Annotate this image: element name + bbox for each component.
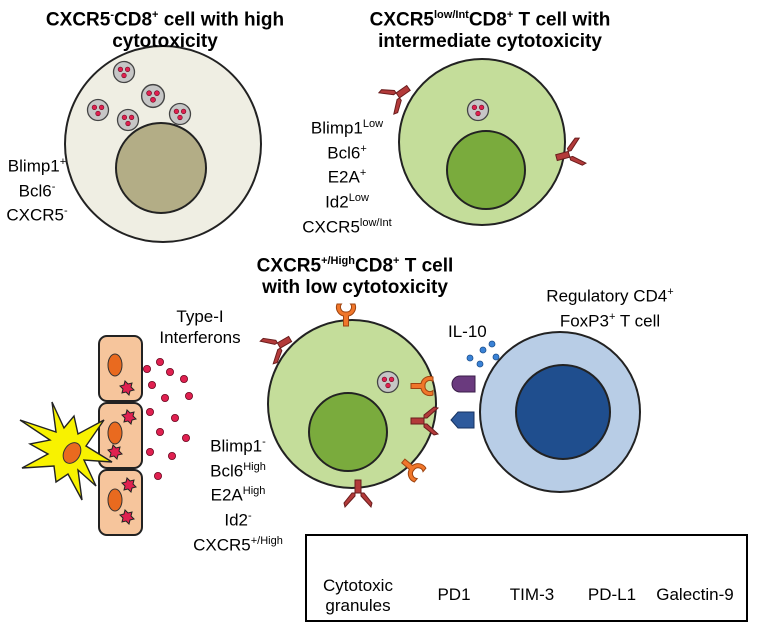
title-text: CXCR5 [45,9,111,31]
marker: E2AHigh [210,485,266,505]
title-intermediate-cytotoxicity: CXCR5low/IntCD8+ T cell with intermediat… [325,4,655,53]
title-sup: + [667,286,674,298]
title-sup: - [110,9,114,21]
granule-icon [140,83,166,109]
title-text: T cell with [513,9,611,31]
marker: E2A+ [327,167,367,187]
interferons-label: Type-I Interferons [150,306,250,348]
il10-dots [466,340,500,368]
title-text: CD8 [114,9,153,31]
title-text: CXCR5 [256,255,322,277]
title-text: CD8 [468,9,507,31]
marker: Blimp1Low [310,118,384,138]
granule-icon [168,102,192,126]
granule-icon [86,98,110,122]
galectin9-ligand-icon [451,375,476,393]
granule-star-icon [121,409,137,425]
epithelial-nucleus [107,488,123,512]
legend-label-pdl1: PD-L1 [587,585,637,604]
cell-regulatory-treg [450,331,641,493]
title-text: cytotoxicity [112,31,218,53]
granule-star-icon [121,477,137,493]
il10-label: IL-10 [448,322,487,342]
title-text: intermediate cytotoxicity [378,31,602,53]
cell-high-cytotoxicity [64,45,262,243]
dendritic-nucleus [62,442,82,464]
epithelial-nucleus [107,353,123,377]
title-text: cell with high [158,9,285,31]
granule-icon [376,370,400,394]
title-sup: + [506,9,514,21]
granule-star-icon [119,380,135,396]
cell-nucleus [515,364,611,460]
legend-label-galectin9: Galectin-9 [656,585,734,604]
marker: CXCR5+/High [193,534,283,555]
markers-high-cytotoxicity: Blimp1+ Bcl6- CXCR5- [6,152,68,226]
label-text: IL-10 [448,322,487,341]
title-sup: + [152,9,159,21]
title-text: Regulatory CD4 [546,286,668,306]
markers-intermediate-cytotoxicity: Blimp1Low Bcl6+ E2A+ Id2Low CXCR5low/Int [292,114,402,237]
marker: Blimp1+ [7,156,67,176]
secreted-granules [107,380,137,525]
title-text: CD8 [355,255,394,277]
legend-label-tim3: TIM-3 [509,585,555,604]
pdl1-ligand-icon [450,411,475,429]
title-sup: + [393,255,400,267]
title-text: with low cytotoxicity [262,277,448,299]
legend-label-pd1: PD1 [437,585,471,604]
label-text: Type-I [176,307,224,326]
title-text: T cell [399,255,454,277]
granule-icon [116,108,140,132]
marker: Bcl6- [18,180,56,201]
epithelial-cells [98,335,143,536]
cell-nucleus [308,392,388,472]
marker: Id2Low [325,191,369,212]
dendritic-cell [19,401,113,501]
title-sup: + [608,310,616,323]
title-sup: low/Int [434,9,469,21]
marker: Bcl6High [210,460,266,481]
marker: Id2- [224,509,252,530]
granule-star-icon [119,509,135,525]
granule-icon [466,98,490,122]
title-low-cytotoxicity: CXCR5+/HighCD8+ T cell with low cytotoxi… [215,250,495,299]
marker: Blimp1- [210,436,266,456]
title-text: CXCR5 [369,9,434,31]
cell-nucleus [446,130,526,210]
label-text: Interferons [159,328,241,347]
epithelial-nucleus [107,421,123,445]
title-text: FoxP3 [559,311,609,331]
cell-intermediate-cytotoxicity [377,58,587,226]
title-text: T cell [615,311,661,331]
granule-icon [112,60,136,84]
cell-low-cytotoxicity [259,303,439,508]
title-sup: +/High [321,255,355,267]
title-high-cytotoxicity: CXCR5-CD8+ cell with high cytotoxicity [20,4,310,53]
marker: CXCR5low/Int [302,216,392,237]
markers-low-cytotoxicity: Blimp1- Bcl6High E2AHigh Id2- CXCR5+/Hig… [188,432,288,555]
title-regulatory-treg: Regulatory CD4+ FoxP3+ T cell [510,282,710,331]
marker: Bcl6+ [327,142,367,163]
interferon-dots [142,357,193,480]
granule-star-icon [107,444,123,460]
cell-nucleus [115,122,207,214]
marker: CXCR5- [6,205,68,225]
